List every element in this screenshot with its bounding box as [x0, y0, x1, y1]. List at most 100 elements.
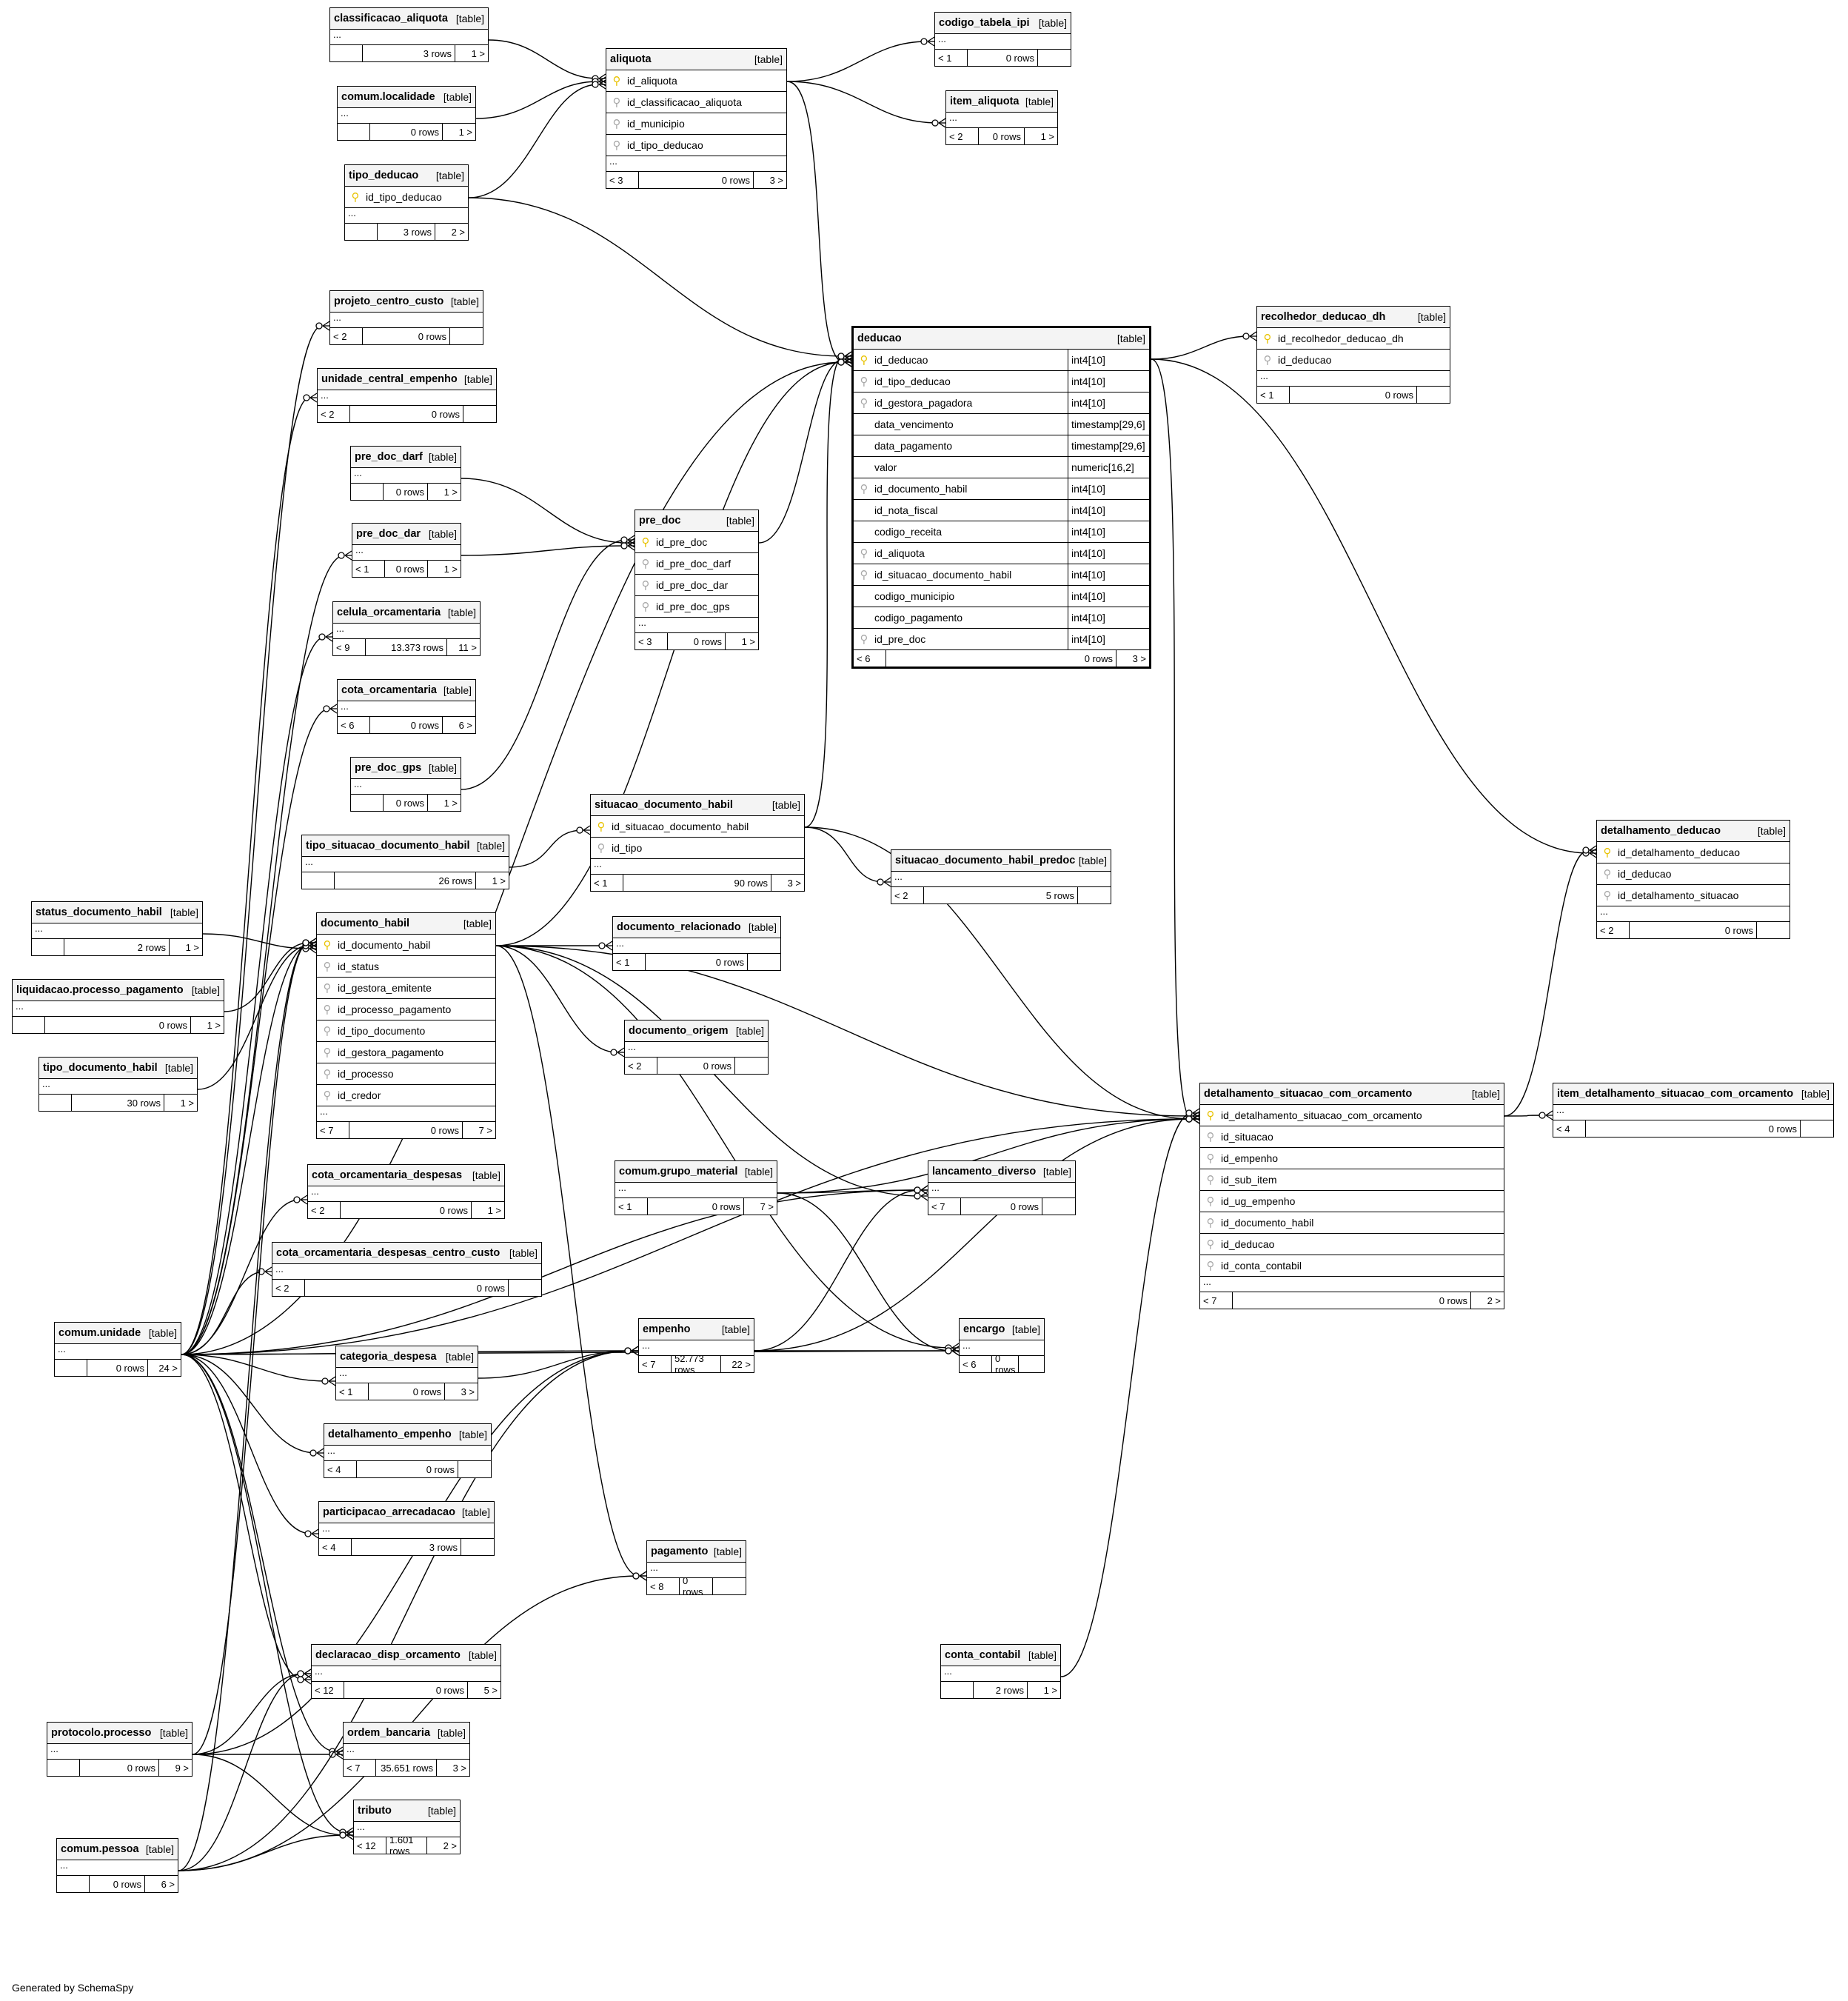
child-count[interactable]: 6 > [161, 1878, 175, 1890]
table-name[interactable]: declaracao_disp_orcamento [315, 1649, 461, 1661]
child-count[interactable]: 3 > [461, 1386, 475, 1397]
parent-count[interactable]: < 2 [272, 1280, 305, 1296]
table-situacao-documento-habil[interactable]: situacao_documento_habil[table]⚲id_situa… [590, 794, 805, 892]
child-count[interactable]: 1 > [471, 47, 485, 59]
parent-count[interactable]: < 1 [591, 875, 623, 891]
more-columns[interactable]: ... [345, 208, 468, 224]
parent-count[interactable]: < 1 [1257, 387, 1290, 403]
parent-count[interactable]: < 1 [935, 50, 968, 66]
table-name[interactable]: tributo [358, 1805, 392, 1817]
parent-count[interactable]: < 7 [639, 1356, 672, 1372]
child-count[interactable] [1038, 50, 1071, 66]
more-columns[interactable]: ... [338, 108, 475, 124]
more-columns[interactable]: ... [635, 618, 758, 633]
table-name[interactable]: situacao_documento_habil [595, 799, 733, 811]
child-count[interactable]: 1 > [443, 486, 458, 498]
parent-count[interactable]: < 4 [324, 1461, 357, 1477]
child-count[interactable] [463, 406, 496, 422]
parent-count[interactable]: < 3 [635, 633, 668, 649]
table-name[interactable]: comum.grupo_material [619, 1166, 738, 1177]
more-columns[interactable]: ... [935, 34, 1071, 50]
child-count[interactable]: 2 > [451, 226, 465, 238]
column-row[interactable]: ⚲id_pre_doc_dar [635, 575, 758, 596]
child-count[interactable]: 9 > [175, 1762, 189, 1774]
table-name[interactable]: cota_orcamentaria_despesas_centro_custo [276, 1247, 500, 1259]
more-columns[interactable]: ... [1200, 1277, 1504, 1292]
table-name[interactable]: codigo_tabela_ipi [939, 17, 1030, 29]
column-row[interactable]: ⚲id_processo [317, 1063, 495, 1085]
more-columns[interactable]: ... [302, 857, 509, 872]
parent-count[interactable]: < 6 [338, 717, 370, 733]
column-row[interactable]: ⚲id_tipo_documento [317, 1020, 495, 1042]
parent-count[interactable]: < 7 [1200, 1292, 1233, 1309]
parent-count[interactable] [351, 484, 384, 500]
more-columns[interactable]: ... [39, 1079, 197, 1095]
table-name[interactable]: aliquota [610, 53, 652, 65]
table-name[interactable]: pagamento [651, 1546, 709, 1557]
child-count[interactable]: 1 > [458, 126, 472, 138]
column-row[interactable]: ⚲id_municipio [606, 113, 786, 135]
column-row[interactable]: ⚲id_recolhedor_deducao_dh [1257, 328, 1450, 350]
more-columns[interactable]: ... [960, 1340, 1044, 1356]
table-tipo-situacao-documento-habil[interactable]: tipo_situacao_documento_habil[table]...2… [301, 835, 509, 889]
table-detalhamento-deducao[interactable]: detalhamento_deducao[table]⚲id_detalhame… [1596, 820, 1790, 939]
child-count[interactable]: 1 > [492, 875, 506, 886]
parent-count[interactable]: < 2 [891, 887, 924, 903]
parent-count[interactable] [57, 1876, 90, 1892]
more-columns[interactable]: ... [318, 390, 496, 406]
column-row[interactable]: ⚲id_pre_doc [635, 532, 758, 553]
child-count[interactable] [1078, 887, 1111, 903]
column-row[interactable]: ⚲id_status [317, 956, 495, 978]
parent-count[interactable] [338, 124, 370, 140]
table-recolhedor-deducao-dh[interactable]: recolhedor_deducao_dh[table]⚲id_recolhed… [1256, 306, 1450, 404]
parent-count[interactable]: < 9 [333, 639, 366, 655]
child-count[interactable] [461, 1539, 494, 1555]
parent-count[interactable] [47, 1760, 80, 1776]
table-name[interactable]: empenho [643, 1323, 691, 1335]
more-columns[interactable]: ... [615, 1183, 777, 1198]
child-count[interactable]: 2 > [443, 1840, 457, 1851]
child-count[interactable] [1417, 387, 1450, 403]
table-name[interactable]: documento_relacionado [617, 921, 741, 933]
column-row[interactable]: ⚲id_credor [317, 1085, 495, 1106]
parent-count[interactable]: < 1 [615, 1198, 648, 1215]
child-count[interactable]: 3 > [769, 174, 783, 186]
column-row[interactable]: ⚲id_pre_doc_darf [635, 553, 758, 575]
table-name[interactable]: celula_orcamentaria [337, 607, 441, 618]
table-name[interactable]: detalhamento_deducao [1601, 825, 1721, 837]
more-columns[interactable]: ... [1257, 371, 1450, 387]
more-columns[interactable]: ... [1553, 1105, 1833, 1120]
column-row[interactable]: ⚲id_processo_pagamento [317, 999, 495, 1020]
column-row[interactable]: ⚲id_gestora_pagamento [317, 1042, 495, 1063]
child-count[interactable] [748, 954, 780, 970]
more-columns[interactable]: ... [13, 1001, 224, 1017]
parent-count[interactable]: < 2 [308, 1202, 341, 1218]
child-count[interactable]: 1 > [443, 797, 458, 809]
parent-count[interactable]: < 1 [336, 1383, 369, 1400]
child-count[interactable]: 1 > [1043, 1684, 1057, 1696]
parent-count[interactable] [345, 224, 378, 240]
column-row[interactable]: ⚲id_pre_doc_gps [635, 596, 758, 618]
table-name[interactable]: deducao [857, 333, 902, 344]
